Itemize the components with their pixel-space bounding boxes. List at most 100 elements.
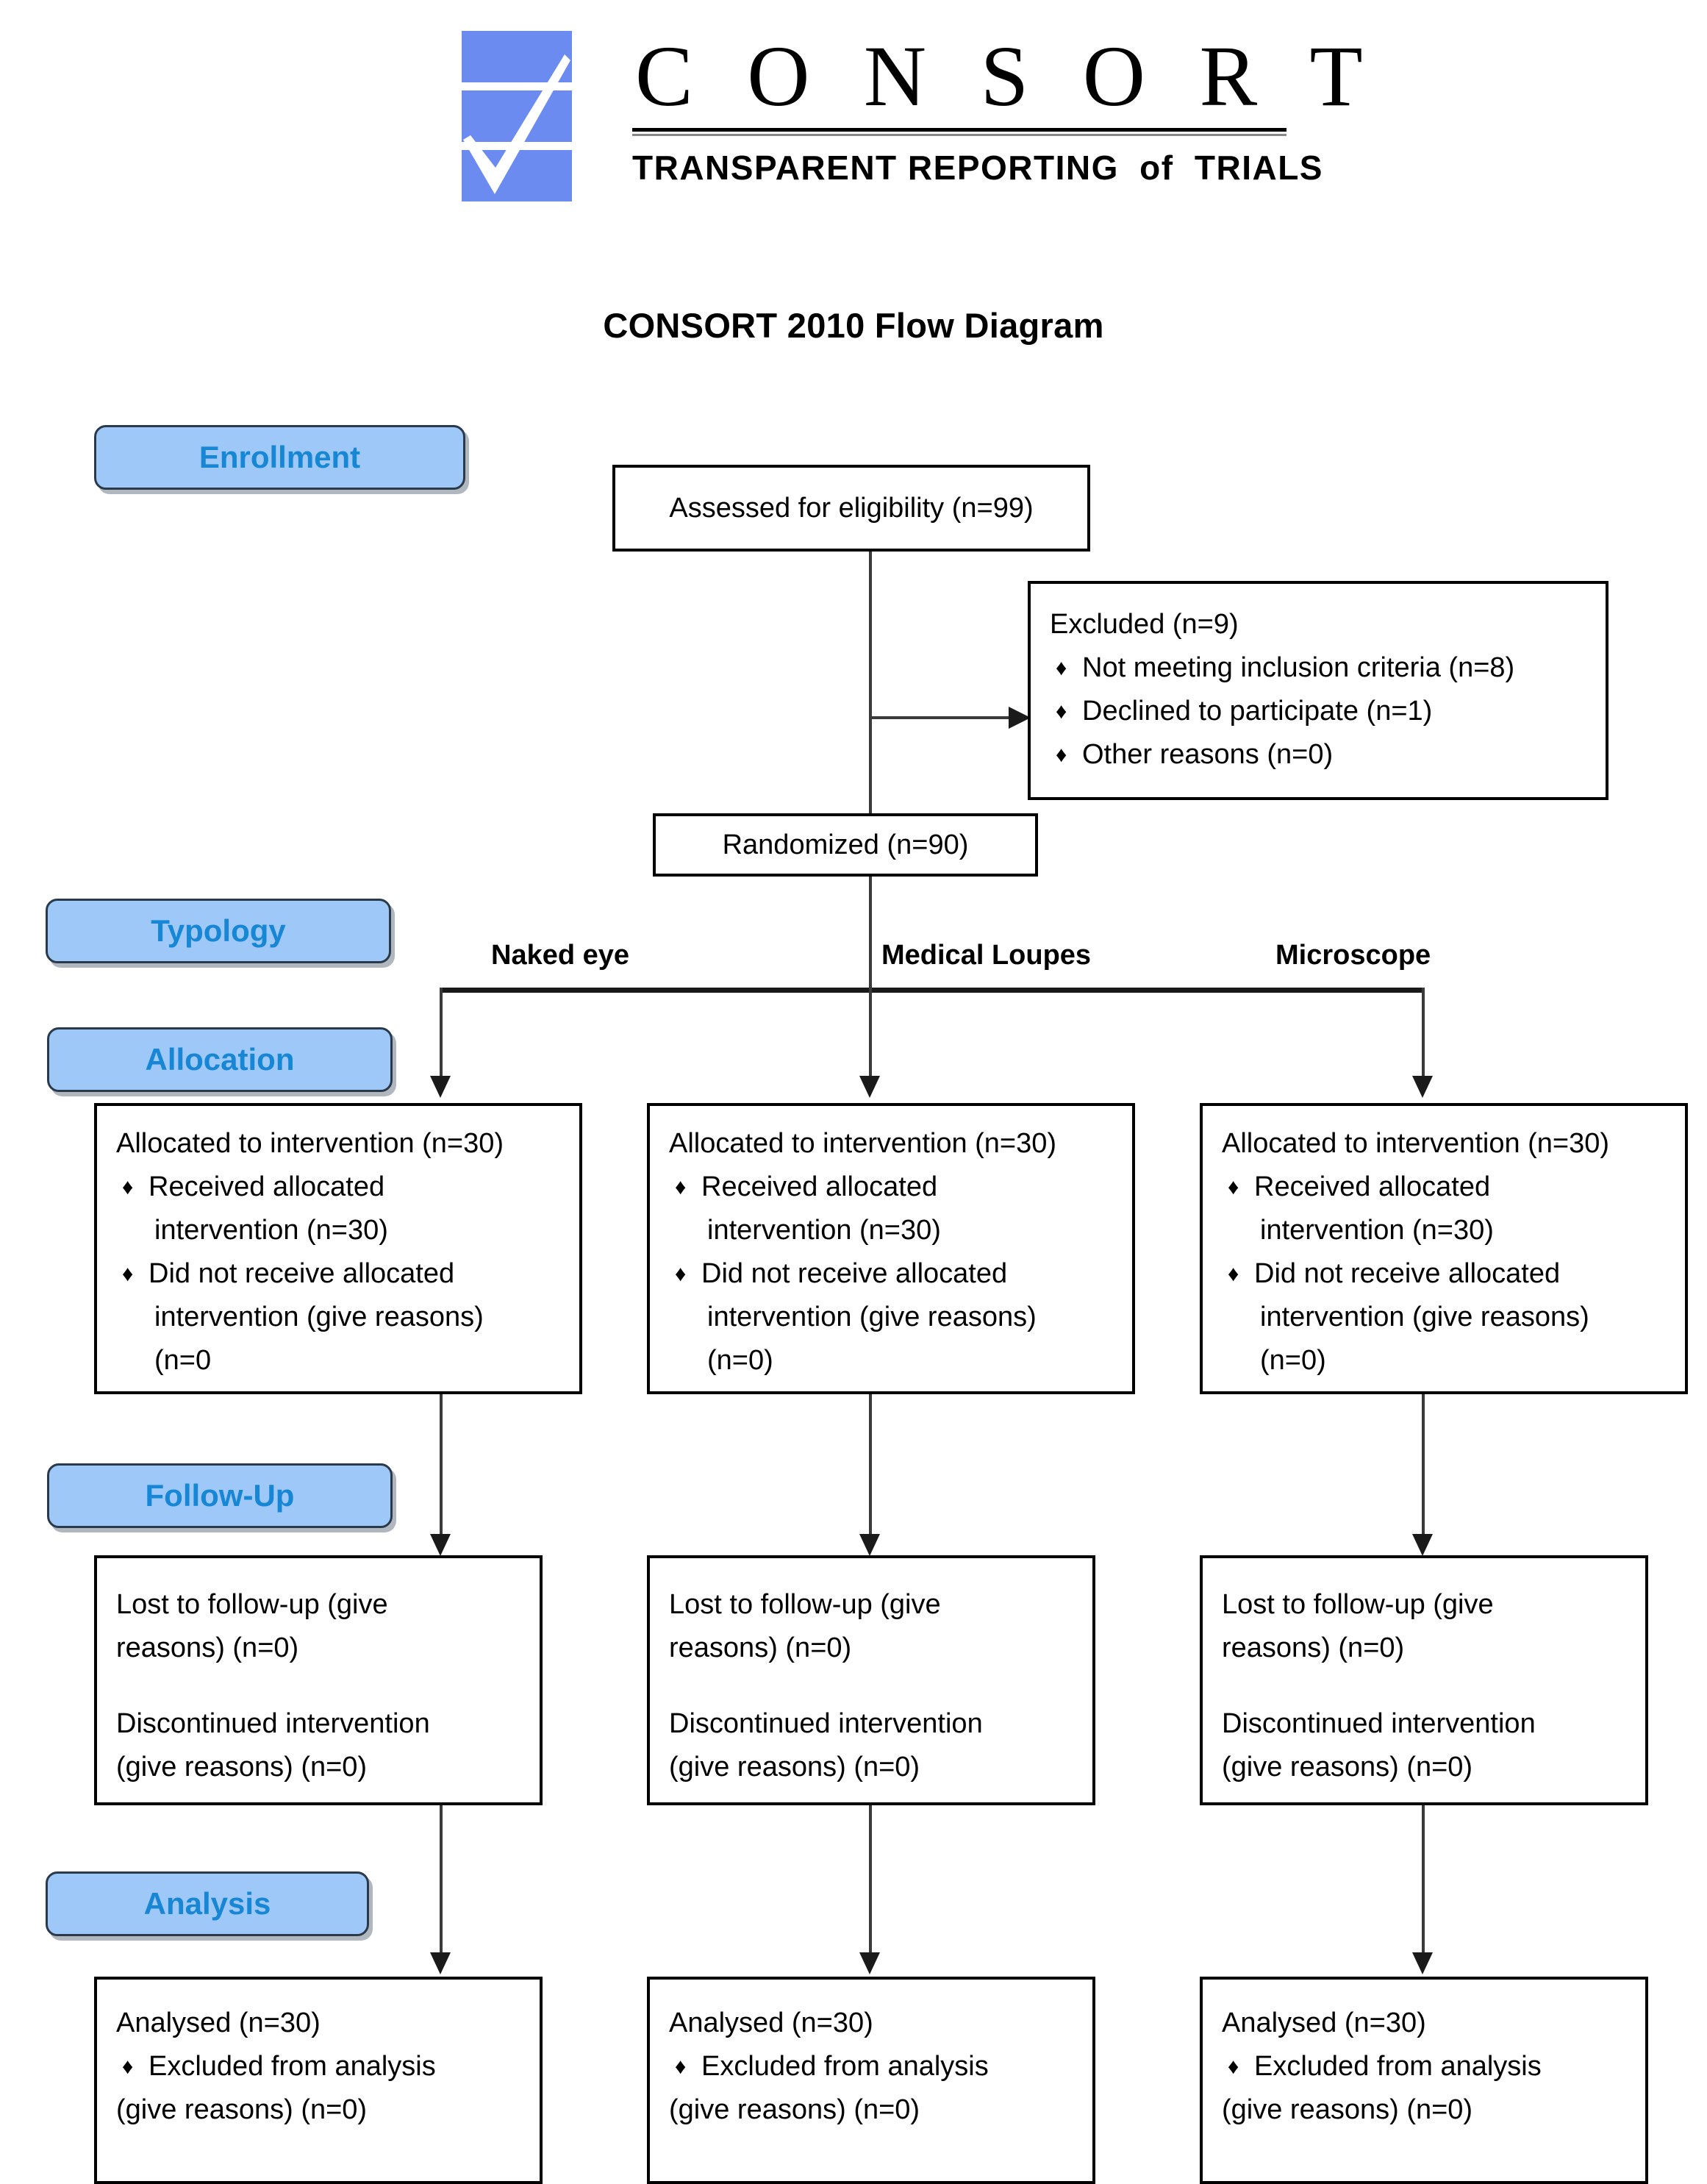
box-analysis-arm-3: Analysed (n=30) ♦ Excluded from analysis… [1200,1977,1648,2184]
consort-wordmark-text: C O N S O R T [635,28,1379,124]
excluded-reason-2-text: Other reasons (n=0) [1082,739,1334,770]
arrow-down-followup-2-icon [859,1534,880,1556]
page-title: CONSORT 2010 Flow Diagram [603,306,1104,345]
box-assessed-eligibility: Assessed for eligibility (n=99) [612,465,1090,552]
diamond-bullet-icon: ♦ [122,1175,134,1199]
analysis-tail: (give reasons) (n=0) [669,2094,920,2125]
diamond-bullet-icon: ♦ [1228,1175,1239,1199]
connector-drop-arm-1 [440,988,443,1083]
assessed-eligibility-text: Assessed for eligibility (n=99) [669,492,1034,524]
followup-spacer [669,1670,1075,1702]
stage-label-allocation: Allocation [47,1027,393,1092]
consort-logo-wordmark: C O N S O R T TRANSPARENT REPORTING of T… [631,28,1379,204]
diamond-bullet-icon: ♦ [675,1175,687,1199]
connector-followup-to-analysis-1 [440,1805,443,1960]
allocation-bullet-received: ♦ Received allocated [669,1166,1114,1209]
box-allocation-arm-1: Allocated to intervention (n=30) ♦ Recei… [94,1103,582,1394]
tagline-of: of [1139,149,1174,187]
connector-allocation-bar [440,988,1425,993]
followup-line-4: (give reasons) (n=0) [116,1752,368,1782]
consort-logo-mark-icon [462,31,572,201]
stage-label-enrollment: Enrollment [94,425,465,490]
arrow-right-excluded-icon [1009,707,1031,729]
allocation-bullet-received-cont: intervention (n=30) [154,1215,388,1246]
connector-to-excluded [869,716,1009,719]
followup-line-2: reasons) (n=0) [116,1632,299,1663]
logo-divider-rule [632,128,1286,136]
allocation-bullet-notreceived-cont: intervention (give reasons) [154,1302,484,1332]
analysis-heading: Analysed (n=30) [669,2008,873,2038]
diamond-bullet-icon: ♦ [1228,1262,1239,1286]
followup-spacer [1222,1670,1628,1702]
tagline-end: TRIALS [1194,149,1323,187]
allocation-heading: Allocated to intervention (n=30) [669,1128,1057,1159]
analysis-bullet-excluded-text: Excluded from analysis [701,2051,989,2082]
allocation-bullet-notreceived: ♦ Did not receive allocated [116,1252,562,1296]
connector-alloc-to-followup-2 [869,1394,872,1541]
followup-spacer [116,1670,522,1702]
excluded-reason-0-text: Not meeting inclusion criteria (n=8) [1082,652,1515,683]
analysis-heading: Analysed (n=30) [1222,2008,1426,2038]
diamond-bullet-icon: ♦ [675,2055,687,2079]
typology-label-naked-eye: Naked eye [491,940,630,971]
stage-label-followup: Follow-Up [47,1463,393,1528]
connector-drop-arm-2 [869,988,872,1083]
diamond-bullet-icon: ♦ [1056,743,1067,767]
diamond-bullet-icon: ♦ [675,1262,687,1286]
excluded-heading: Excluded (n=9) [1050,609,1239,640]
connector-alloc-to-followup-3 [1422,1394,1425,1541]
box-allocation-arm-3: Allocated to intervention (n=30) ♦ Recei… [1200,1103,1688,1394]
analysis-bullet-excluded-text: Excluded from analysis [148,2051,436,2082]
followup-line-2: reasons) (n=0) [1222,1632,1405,1663]
box-excluded: Excluded (n=9) ♦ Not meeting inclusion c… [1028,581,1608,800]
allocation-bullet-received-text: Received allocated [148,1171,385,1202]
analysis-tail: (give reasons) (n=0) [116,2094,368,2125]
arrow-down-arm-1-icon [430,1076,451,1098]
allocation-bullet-notreceived-text: Did not receive allocated [148,1258,455,1289]
typology-label-medical-loupes: Medical Loupes [881,940,1092,971]
arrow-down-followup-3-icon [1412,1534,1433,1556]
allocation-bullet-notreceived-text: Did not receive allocated [701,1258,1008,1289]
connector-assessed-to-randomized [869,552,872,824]
allocation-bullet-received-cont: intervention (n=30) [707,1215,941,1246]
box-allocation-arm-2: Allocated to intervention (n=30) ♦ Recei… [647,1103,1135,1394]
arrow-down-analysis-3-icon [1412,1952,1433,1974]
typology-label-microscope: Microscope [1275,940,1431,971]
connector-alloc-to-followup-1 [440,1394,443,1541]
analysis-bullet-excluded: ♦ Excluded from analysis [116,2045,522,2088]
allocation-heading: Allocated to intervention (n=30) [116,1128,504,1159]
analysis-bullet-excluded: ♦ Excluded from analysis [1222,2045,1628,2088]
analysis-bullet-excluded: ♦ Excluded from analysis [669,2045,1075,2088]
diamond-bullet-icon: ♦ [122,1262,134,1286]
allocation-bullet-notreceived-tail: (n=0) [707,1345,773,1376]
connector-followup-to-analysis-3 [1422,1805,1425,1960]
allocation-bullet-notreceived: ♦ Did not receive allocated [1222,1252,1667,1296]
followup-line-3: Discontinued intervention [669,1708,983,1739]
box-randomized: Randomized (n=90) [653,813,1038,877]
arrow-down-analysis-1-icon [430,1952,451,1974]
analysis-heading: Analysed (n=30) [116,2008,321,2038]
allocation-bullet-notreceived: ♦ Did not receive allocated [669,1252,1114,1296]
allocation-bullet-received-cont: intervention (n=30) [1260,1215,1494,1246]
allocation-bullet-received-text: Received allocated [701,1171,938,1202]
excluded-reason-2: ♦ Other reasons (n=0) [1050,733,1588,777]
connector-drop-arm-3 [1422,988,1425,1083]
stage-label-analysis: Analysis [46,1871,369,1936]
followup-line-1: Lost to follow-up (give [116,1589,388,1620]
followup-line-1: Lost to follow-up (give [669,1589,941,1620]
arrow-down-arm-2-icon [859,1076,880,1098]
followup-line-3: Discontinued intervention [116,1708,430,1739]
consort-logo: C O N S O R T TRANSPARENT REPORTING of T… [462,28,1379,212]
diamond-bullet-icon: ♦ [1056,656,1067,680]
tagline-main: TRANSPARENT REPORTING [632,149,1119,187]
followup-line-1: Lost to follow-up (give [1222,1589,1494,1620]
diamond-bullet-icon: ♦ [1056,699,1067,724]
allocation-bullet-notreceived-cont: intervention (give reasons) [707,1302,1037,1332]
connector-followup-to-analysis-2 [869,1805,872,1960]
arrow-down-arm-3-icon [1412,1076,1433,1098]
stage-label-typology: Typology [46,899,391,963]
allocation-bullet-notreceived-cont: intervention (give reasons) [1260,1302,1589,1332]
box-followup-arm-1: Lost to follow-up (give reasons) (n=0) D… [94,1555,543,1805]
allocation-bullet-received: ♦ Received allocated [116,1166,562,1209]
